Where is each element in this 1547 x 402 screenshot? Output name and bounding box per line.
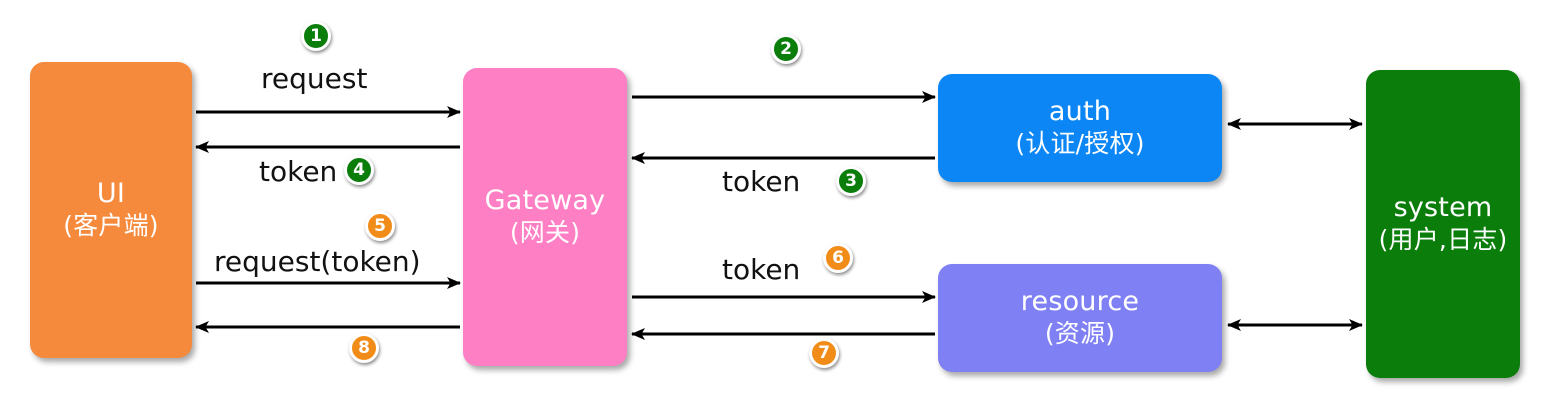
step-badge-1: 1 — [301, 21, 331, 51]
step-badge-2: 2 — [771, 34, 801, 64]
ui-node-subtitle: (客户端) — [63, 211, 159, 241]
gateway-node-subtitle: (网关) — [509, 218, 581, 248]
system-node[interactable]: system(用户,日志) — [1366, 70, 1520, 378]
edge-label-token-6: token — [722, 253, 801, 286]
step-badge-3: 3 — [836, 166, 866, 196]
ui-node-title: UI — [96, 178, 126, 210]
auth-node-title: auth — [1048, 96, 1112, 128]
step-badge-5: 5 — [365, 211, 395, 241]
resource-node[interactable]: resource(资源) — [938, 264, 1222, 372]
auth-node-subtitle: (认证/授权) — [1015, 129, 1145, 159]
auth-node[interactable]: auth(认证/授权) — [938, 74, 1222, 182]
step-badge-4: 4 — [344, 155, 374, 185]
step-badge-8: 8 — [349, 333, 379, 363]
edge-label-request-token: request(token) — [214, 245, 421, 278]
gateway-node-title: Gateway — [484, 185, 606, 217]
ui-node[interactable]: UI(客户端) — [30, 62, 192, 358]
resource-node-title: resource — [1020, 286, 1140, 318]
gateway-node[interactable]: Gateway(网关) — [463, 68, 627, 366]
system-node-subtitle: (用户,日志) — [1378, 225, 1508, 255]
edge-label-token-4: token — [259, 155, 338, 188]
edge-label-request: request — [261, 62, 368, 95]
resource-node-subtitle: (资源) — [1044, 319, 1116, 349]
system-node-title: system — [1393, 192, 1493, 224]
step-badge-7: 7 — [809, 338, 839, 368]
step-badge-6: 6 — [823, 243, 853, 273]
edge-label-token-3: token — [722, 165, 801, 198]
